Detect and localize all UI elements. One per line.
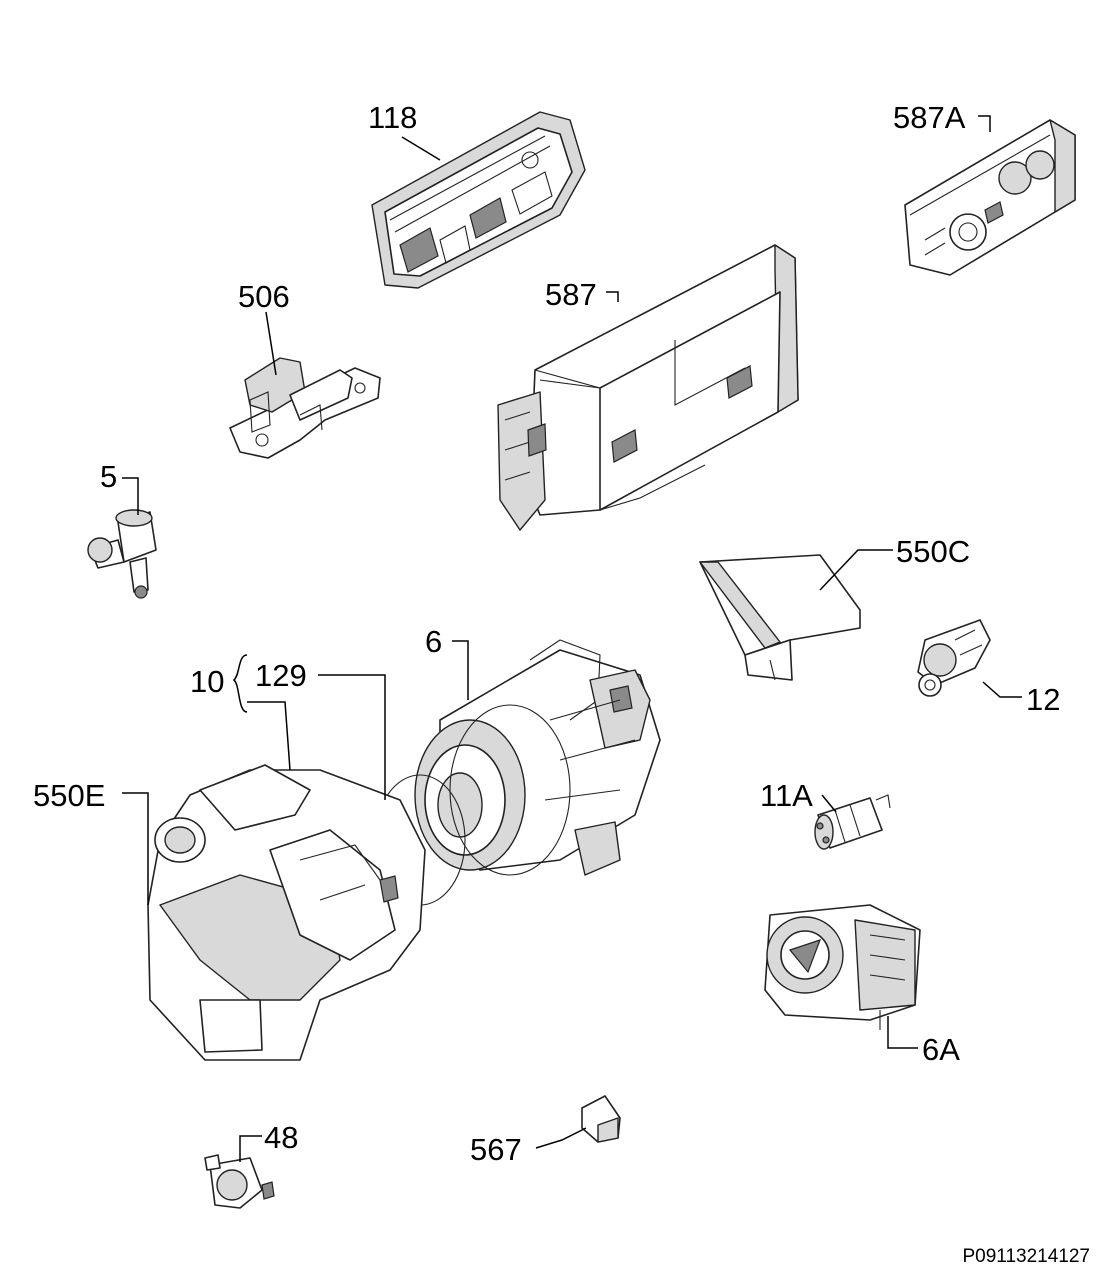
leader-lines xyxy=(122,115,1022,1162)
label-12: 12 xyxy=(1026,682,1060,717)
label-567: 567 xyxy=(470,1132,522,1167)
leader-5 xyxy=(122,477,139,515)
drawing-code: P09113214127 xyxy=(963,1246,1091,1267)
leader-567 xyxy=(535,1127,587,1149)
part-506-bracket[interactable] xyxy=(229,357,381,459)
label-550E: 550E xyxy=(33,778,105,813)
part-11A-capacitor[interactable] xyxy=(814,794,891,850)
label-587: 587 xyxy=(545,277,597,312)
leader-10 xyxy=(247,701,291,771)
leader-550E xyxy=(122,792,149,905)
leader-506 xyxy=(265,311,277,376)
leader-118 xyxy=(401,136,441,161)
leader-48 xyxy=(239,1135,262,1162)
leader-129 xyxy=(318,674,386,800)
part-118-control-board[interactable] xyxy=(371,111,586,289)
label-118: 118 xyxy=(368,100,417,135)
leader-11A xyxy=(821,794,837,813)
leader-12 xyxy=(982,681,1022,698)
part-567-clip[interactable] xyxy=(581,1095,621,1143)
part-12-sensor[interactable] xyxy=(917,619,991,697)
label-550C: 550C xyxy=(896,534,970,569)
label-5: 5 xyxy=(100,459,117,494)
part-550E-pump-housing[interactable] xyxy=(147,764,426,1061)
label-587A: 587A xyxy=(893,100,966,135)
leader-10-brace xyxy=(232,654,248,713)
leader-550C xyxy=(819,549,893,591)
label-506: 506 xyxy=(238,279,290,314)
part-587A-electronic-module[interactable] xyxy=(904,119,1076,276)
label-10: 10 xyxy=(190,664,224,699)
part-5-valve[interactable] xyxy=(87,509,157,599)
leader-587 xyxy=(606,291,619,302)
part-587-main-module[interactable] xyxy=(497,244,799,531)
label-48: 48 xyxy=(264,1120,298,1155)
part-6A-drain-pump[interactable] xyxy=(764,904,921,1030)
part-48-sensor[interactable] xyxy=(204,1154,275,1209)
label-6A: 6A xyxy=(922,1032,960,1067)
label-11A: 11A xyxy=(760,778,813,813)
part-6-pump-motor[interactable] xyxy=(414,639,661,876)
leader-6 xyxy=(452,640,469,700)
label-129: 129 xyxy=(255,658,307,693)
part-550C-cover[interactable] xyxy=(699,554,861,681)
callout-labels: 118 587A 506 587 5 550C 6 10 129 12 550E… xyxy=(33,100,1060,1167)
leader-587A xyxy=(978,115,991,132)
leader-6A xyxy=(887,1016,918,1049)
label-6: 6 xyxy=(425,624,442,659)
